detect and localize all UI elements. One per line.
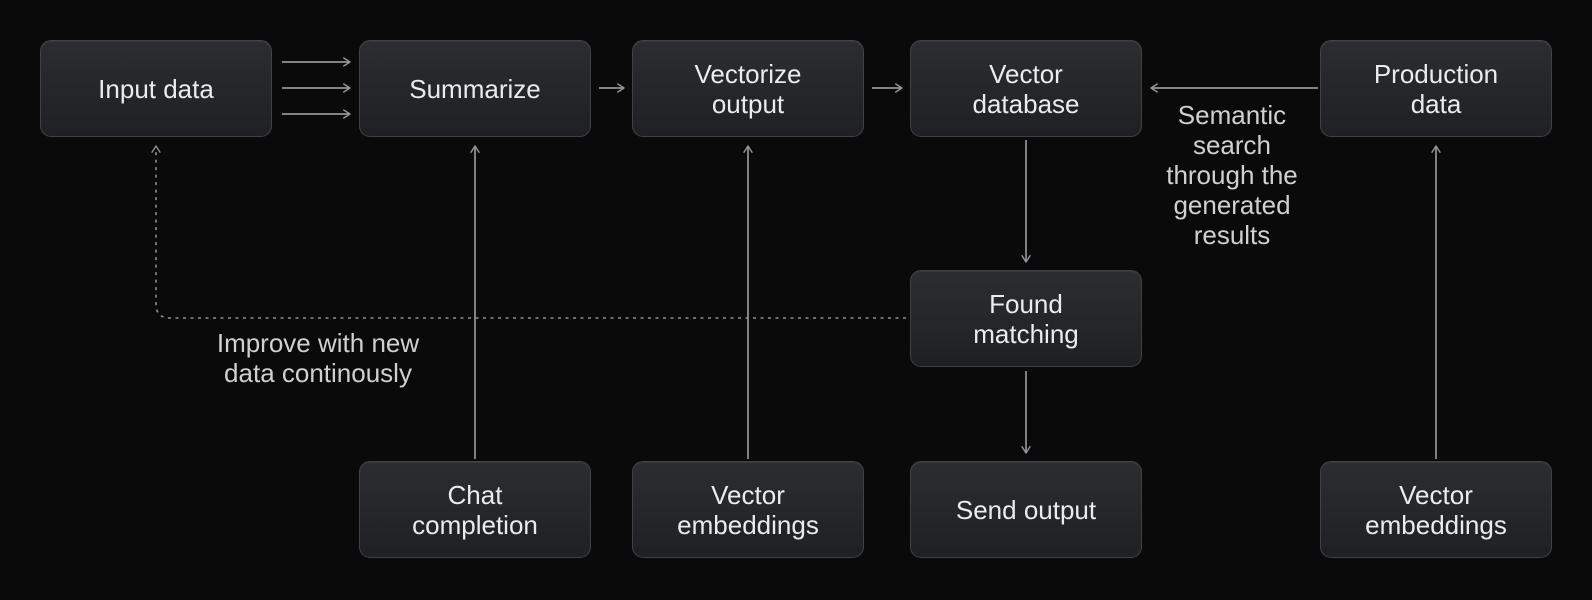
node-vector-embeddings-1: Vector embeddings — [632, 461, 864, 558]
node-vector-embeddings-2: Vector embeddings — [1320, 461, 1552, 558]
annotation-improve-loop: Improve with new data continously — [216, 328, 420, 388]
node-label: Found matching — [973, 288, 1079, 349]
node-label: Chat completion — [412, 479, 538, 540]
node-vectorize-output: Vectorize output — [632, 40, 864, 137]
node-found-matching: Found matching — [910, 270, 1142, 367]
node-label: Input data — [98, 73, 214, 104]
node-production-data: Production data — [1320, 40, 1552, 137]
node-send-output: Send output — [910, 461, 1142, 558]
node-label: Vector embeddings — [1365, 479, 1507, 540]
node-label: Production data — [1373, 58, 1499, 119]
node-label: Vector database — [972, 58, 1080, 119]
annotation-semantic-search: Semantic search through the generated re… — [1166, 100, 1298, 250]
node-chat-completion: Chat completion — [359, 461, 591, 558]
node-vector-database: Vector database — [910, 40, 1142, 137]
node-label: Send output — [955, 494, 1097, 525]
node-summarize: Summarize — [359, 40, 591, 137]
node-label: Summarize — [409, 73, 541, 104]
dotted-arrow-found-to-input — [151, 145, 906, 319]
node-label: Vectorize output — [694, 58, 802, 119]
node-input-data: Input data — [40, 40, 272, 137]
node-label: Vector embeddings — [677, 479, 819, 540]
